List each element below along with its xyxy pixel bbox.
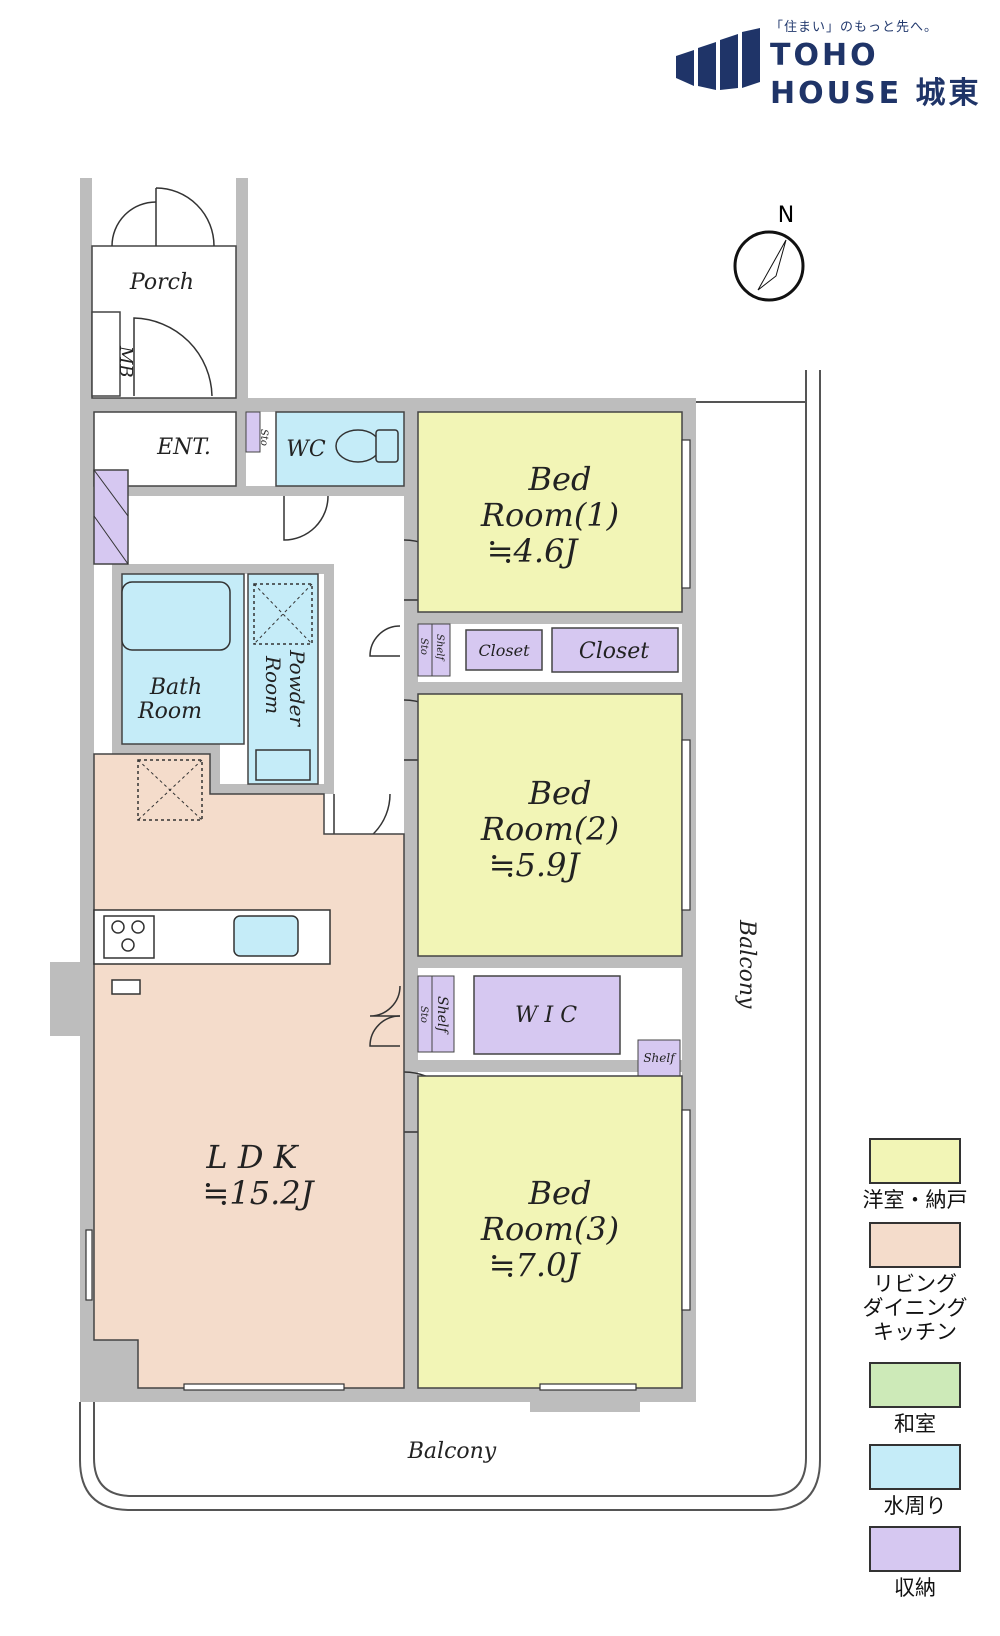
sto-b-label: Sto <box>418 1006 429 1023</box>
closet-small-label: Closet <box>478 641 530 660</box>
bathtub-icon <box>121 581 231 651</box>
legend-label-ldk: リビング ダイニング キッチン <box>862 1272 968 1344</box>
legend-item-water: 水周り <box>860 1444 970 1518</box>
shelf-c-label: Shelf <box>643 1051 677 1065</box>
bath-label-2: Room <box>137 699 202 724</box>
bed3-label-1: Bed <box>528 1174 592 1212</box>
logo-line2: HOUSE 城東 <box>770 76 982 111</box>
shelf-a <box>431 623 451 677</box>
toilet-icon <box>335 429 399 463</box>
legend-swatch-storage <box>869 1526 961 1572</box>
legend-item-ldk: リビング ダイニング キッチン <box>860 1222 970 1344</box>
wc-storage <box>245 411 261 453</box>
powder-label-1: Powder <box>285 649 309 727</box>
ldk-label-2: ≒15.2J <box>203 1174 316 1212</box>
bed2-label-2: Room(2) <box>480 810 619 848</box>
closet-large <box>551 627 679 673</box>
balcony-south-label: Balcony <box>407 1439 497 1464</box>
bed1-label-2: Room(1) <box>480 496 619 534</box>
bedroom-2 <box>417 693 683 957</box>
logo-line1: TOHO <box>770 38 879 73</box>
closet-large-label: Closet <box>579 639 649 664</box>
mb-box <box>91 311 121 397</box>
kitchen-sink-icon <box>233 915 299 957</box>
stove-icon <box>103 915 155 959</box>
wic-label: W I C <box>515 1003 577 1028</box>
shelf-c <box>637 1039 681 1077</box>
bed3-window <box>539 1383 637 1391</box>
legend-item-japanese: 和室 <box>860 1362 970 1436</box>
bed1-label-1: Bed <box>528 460 592 498</box>
ldk-room <box>93 753 405 1389</box>
entry-door-icon <box>111 187 215 397</box>
logo-icon <box>676 28 760 90</box>
shelf-b-label: Shelf <box>434 996 450 1035</box>
balcony-outline <box>79 370 821 1511</box>
bed3-label-3: ≒7.0J <box>489 1246 582 1284</box>
ldk-window <box>85 1229 345 1391</box>
wc-sto-label: Sto <box>258 429 269 446</box>
wc-label: WC <box>286 437 326 462</box>
legend-label-storage: 収納 <box>894 1576 936 1600</box>
shoe-storage <box>93 469 129 565</box>
legend-item-storage: 収納 <box>860 1526 970 1600</box>
bed1-label-3: ≒4.6J <box>487 532 580 570</box>
legend-label-western: 洋室・納戸 <box>862 1188 968 1212</box>
legend-swatch-japanese <box>869 1362 961 1408</box>
bedroom-1 <box>417 411 683 613</box>
legend-label-water: 水周り <box>883 1494 947 1518</box>
compass-label: N <box>778 203 794 228</box>
bedroom-3 <box>417 1075 683 1389</box>
ldk-storage <box>137 759 203 821</box>
sto-a-label: Sto <box>418 638 429 655</box>
legend-swatch-western <box>869 1138 961 1184</box>
legend-label-japanese: 和室 <box>894 1412 936 1436</box>
wic <box>473 975 621 1055</box>
east-windows <box>681 439 691 1311</box>
compass-icon <box>733 230 805 302</box>
legend-swatch-ldk <box>869 1222 961 1268</box>
ldk-doors-icon <box>369 985 401 1047</box>
bed2-label-1: Bed <box>528 774 592 812</box>
shelf-b <box>431 975 455 1053</box>
wc-door-icon <box>283 495 329 541</box>
bath-label-1: Bath <box>149 675 202 700</box>
sink-icon <box>255 749 311 781</box>
mb-label: MB <box>115 345 136 378</box>
shelf-a-label: Shelf <box>434 634 445 662</box>
fridge-space <box>111 979 141 995</box>
powder-room <box>247 573 319 785</box>
bed2-label-3: ≒5.9J <box>489 846 582 884</box>
ldk-label-1: L D K <box>205 1138 299 1176</box>
powder-label-2: Room <box>261 655 285 714</box>
closet-small <box>465 629 543 671</box>
balcony-east-label: Balcony <box>734 919 759 1009</box>
legend-item-western: 洋室・納戸 <box>860 1138 970 1212</box>
logo-tagline: 「住まい」のもっと先へ。 <box>770 20 939 35</box>
washer-icon <box>253 583 313 645</box>
bed3-label-2: Room(3) <box>480 1210 619 1248</box>
ent-label: ENT. <box>156 435 211 460</box>
legend-swatch-water <box>869 1444 961 1490</box>
porch-label: Porch <box>129 270 194 295</box>
